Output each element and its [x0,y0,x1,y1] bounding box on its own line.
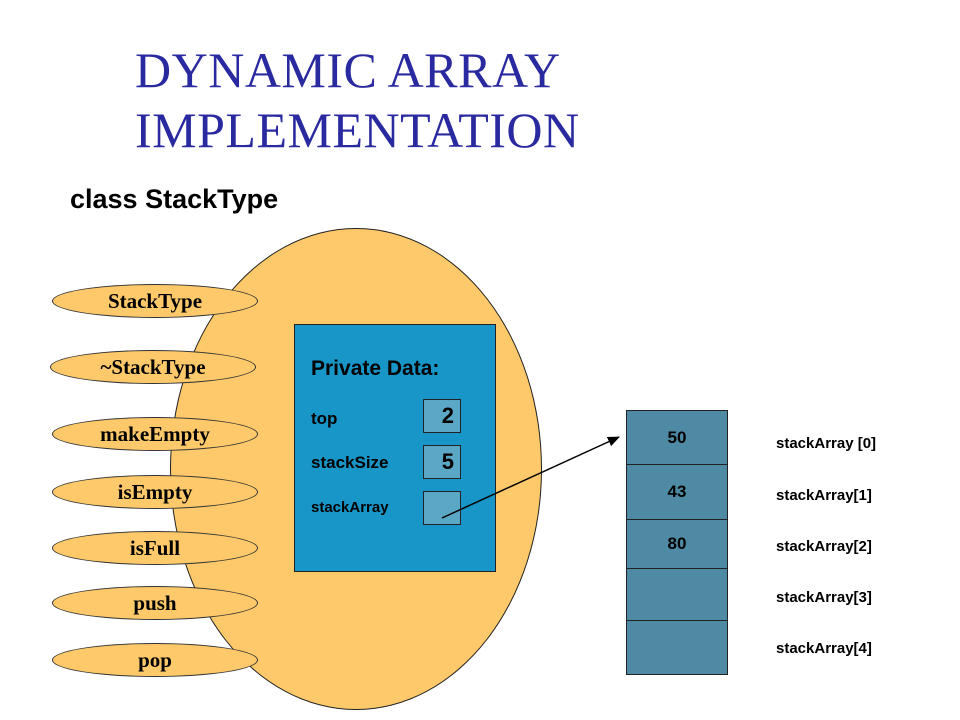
private-data-heading: Private Data: [311,357,440,380]
array-index-label-3: stackArray[3] [776,589,872,606]
field-label-top: top [311,409,338,428]
array-index-label-4: stackArray[4] [776,640,872,657]
method-oval-isfull: isFull [52,531,258,565]
array-index-label-1: stackArray[1] [776,487,872,504]
array-cell-3 [627,569,727,621]
private-data-box: Private Data: top 2 stackSize 5 stackArr… [294,324,496,572]
stack-array: 50 43 80 [626,410,728,675]
title-line-2: IMPLEMENTATION [135,102,580,158]
field-value-stackarray [423,491,461,525]
array-index-label-0: stackArray [0] [776,435,877,452]
title-line-1: DYNAMIC ARRAY [135,42,561,98]
method-oval-pop: pop [52,643,258,677]
array-index-label-2: stackArray[2] [776,538,872,555]
method-oval-isempty: isEmpty [52,475,258,509]
class-label: class StackType [70,184,279,214]
field-value-stacksize: 5 [423,445,461,479]
method-oval-push: push [52,586,258,620]
array-cell-1: 43 [627,465,727,520]
method-oval-constructor: StackType [52,284,258,318]
field-label-stackarray: stackArray [311,499,389,516]
method-oval-makeempty: makeEmpty [52,417,258,451]
field-label-stacksize: stackSize [311,453,389,472]
pointer-arrow-line [441,436,620,519]
method-oval-destructor: ~StackType [50,350,256,384]
array-cell-0: 50 [627,411,727,465]
field-value-top: 2 [423,399,461,433]
slide-title: DYNAMIC ARRAY IMPLEMENTATION [135,40,580,160]
array-cell-2: 80 [627,520,727,569]
